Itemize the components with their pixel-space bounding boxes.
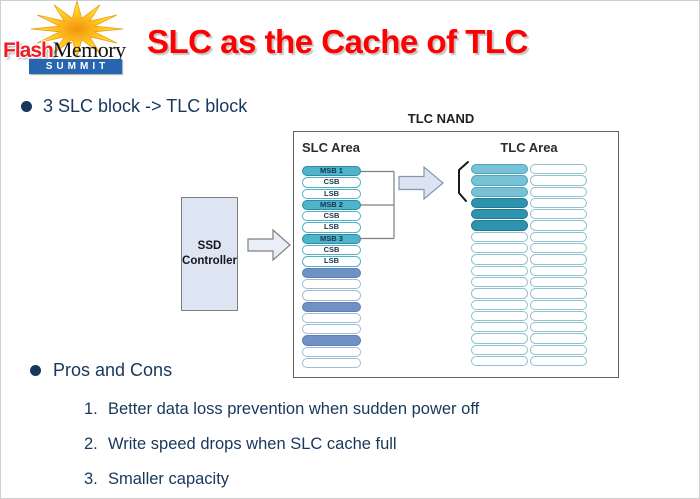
- bullet-pros-and-cons: Pros and Cons: [53, 360, 173, 380]
- list-item: 2. Write speed drops when SLC cache full: [84, 435, 397, 454]
- ssd-controller-line2: Controller: [182, 255, 237, 267]
- tlc-block-pill: [471, 344, 528, 356]
- controller-to-nand-arrow-icon: [247, 228, 291, 262]
- tlc-block-pill: [530, 254, 587, 265]
- tlc-block-pill: [471, 356, 528, 367]
- list-item-number: 2.: [84, 435, 98, 453]
- tlc-block-pill: [471, 220, 528, 231]
- list-item-number: 3.: [84, 470, 98, 488]
- tlc-block-pill: [471, 288, 528, 299]
- tlc-block-pill: [471, 209, 528, 220]
- tlc-block-pill: [471, 197, 528, 209]
- tlc-block-pill: [471, 254, 528, 265]
- tlc-block-pill: [471, 231, 528, 243]
- slc-block-pill: LSB: [302, 222, 361, 233]
- slc-block-pill: [302, 335, 361, 346]
- slc-block-pill: [302, 290, 361, 301]
- tlc-block-pill: [471, 175, 528, 186]
- slc-area-label: SLC Area: [301, 140, 361, 155]
- tlc-block-pill: [530, 356, 587, 367]
- tlc-block-pill: [530, 220, 587, 231]
- list-item-number: 1.: [84, 400, 98, 418]
- tlc-block-pill: [530, 265, 587, 276]
- slc-block-pill: LSB: [302, 256, 361, 267]
- tlc-block-pill: [471, 299, 528, 310]
- list-item-text: Write speed drops when SLC cache full: [108, 435, 397, 453]
- tlc-block-pill: [471, 186, 528, 197]
- bullet-icon: [21, 101, 32, 112]
- slc-block-pill: CSB: [302, 177, 361, 188]
- tlc-block-pill: [471, 310, 528, 322]
- slc-block-pill: CSB: [302, 245, 361, 256]
- tlc-area-label: TLC Area: [500, 140, 558, 155]
- tlc-block-pill: [530, 310, 587, 322]
- slc-block-pill: MSB 2: [302, 199, 361, 211]
- logo-flash-text: Flash: [3, 39, 54, 62]
- slc-block-pill: [302, 278, 361, 290]
- logo-memory-text: Memory: [52, 37, 126, 62]
- sunburst-icon: [30, 1, 124, 59]
- tlc-block-pill: [530, 164, 587, 175]
- list-item-text: Smaller capacity: [108, 470, 230, 488]
- flash-memory-summit-logo: FlashMemory SUMMIT: [1, 1, 141, 83]
- list-item: 3. Smaller capacity: [84, 470, 229, 489]
- tlc-block-pill: [471, 333, 528, 344]
- tlc-block-pill: [471, 243, 528, 254]
- tlc-block-pill: [530, 243, 587, 254]
- tlc-block-pill: [530, 333, 587, 344]
- tlc-block-pill: [530, 186, 587, 197]
- tlc-block-pill: [530, 299, 587, 310]
- slide-title: SLC as the Cache of TLC: [147, 23, 528, 60]
- slc-block-pill: [302, 358, 361, 369]
- tlc-block-pill: [471, 164, 528, 175]
- tlc-block-column-1: [471, 164, 528, 367]
- tlc-block-pill: [530, 209, 587, 220]
- bullet-icon: [30, 365, 41, 376]
- bullet-slc-to-tlc: 3 SLC block -> TLC block: [43, 96, 248, 116]
- tlc-block-pill: [530, 322, 587, 333]
- list-item: 1. Better data loss prevention when sudd…: [84, 400, 479, 419]
- tlc-block-pill: [471, 265, 528, 276]
- list-item-text: Better data loss prevention when sudden …: [108, 400, 480, 418]
- tlc-block-pill: [530, 197, 587, 209]
- tlc-block-pill: [530, 175, 587, 186]
- logo-summit-banner: SUMMIT: [29, 59, 122, 74]
- slc-block-pill: CSB: [302, 211, 361, 222]
- tlc-block-pill: [530, 276, 587, 288]
- slc-block-pill: LSB: [302, 188, 361, 199]
- slc-block-pill: [302, 301, 361, 312]
- tlc-nand-label: TLC NAND: [407, 111, 475, 126]
- slc-block-pill: MSB 1: [302, 166, 361, 177]
- tlc-block-pill: [530, 288, 587, 299]
- ssd-controller-box: SSD Controller: [181, 197, 238, 311]
- slc-block-pill: MSB 3: [302, 233, 361, 245]
- slc-block-pill: [302, 324, 361, 335]
- tlc-block-column-2: [530, 164, 587, 367]
- ssd-controller-line1: SSD: [197, 240, 222, 253]
- slc-block-pill: [302, 267, 361, 278]
- tlc-block-pill: [530, 231, 587, 243]
- tlc-block-pill: [471, 322, 528, 333]
- logo-wordmark: FlashMemory: [3, 37, 126, 63]
- slc-block-pill: [302, 346, 361, 358]
- tlc-block-pill: [471, 276, 528, 288]
- slc-block-pill: [302, 312, 361, 324]
- tlc-block-pill: [530, 344, 587, 356]
